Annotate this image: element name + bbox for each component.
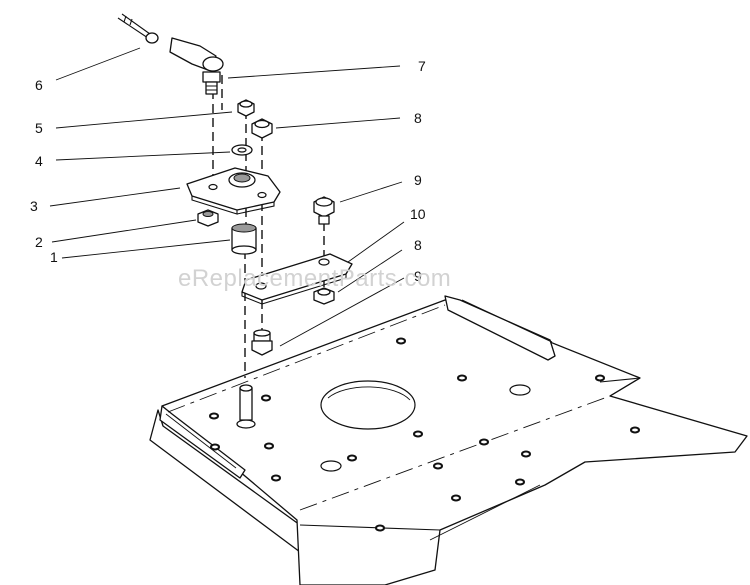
callout-4: 4 xyxy=(35,153,43,169)
triangle-bracket xyxy=(186,167,281,215)
callout-9-lower: 9 xyxy=(414,268,422,284)
cable-ball-joint xyxy=(117,13,224,72)
hex-bolt-lower xyxy=(251,329,273,356)
mounting-plate xyxy=(149,295,748,585)
nut-upper xyxy=(251,118,273,139)
callout-9-upper: 9 xyxy=(414,172,422,188)
callout-10: 10 xyxy=(410,206,426,222)
callout-numbers: 6 7 5 8 4 9 3 10 2 8 1 9 xyxy=(30,58,426,284)
callout-3: 3 xyxy=(30,198,38,214)
callout-8-upper: 8 xyxy=(414,110,422,126)
spacer-bushing xyxy=(231,223,257,255)
flat-washer xyxy=(231,144,253,156)
callout-8-lower: 8 xyxy=(414,237,422,253)
ball-stud xyxy=(202,71,221,95)
callout-6: 6 xyxy=(35,77,43,93)
watermark-text: eReplacementParts.com xyxy=(178,265,451,292)
callout-2: 2 xyxy=(35,234,43,250)
link-plate xyxy=(241,253,353,305)
callout-5: 5 xyxy=(35,120,43,136)
leader-lines xyxy=(49,47,405,347)
nut-lower xyxy=(313,287,335,305)
small-nut xyxy=(197,209,219,227)
lock-nut-top xyxy=(237,99,255,117)
hex-bolt-upper xyxy=(313,196,335,225)
callout-1: 1 xyxy=(50,249,58,265)
callout-7: 7 xyxy=(418,58,426,74)
